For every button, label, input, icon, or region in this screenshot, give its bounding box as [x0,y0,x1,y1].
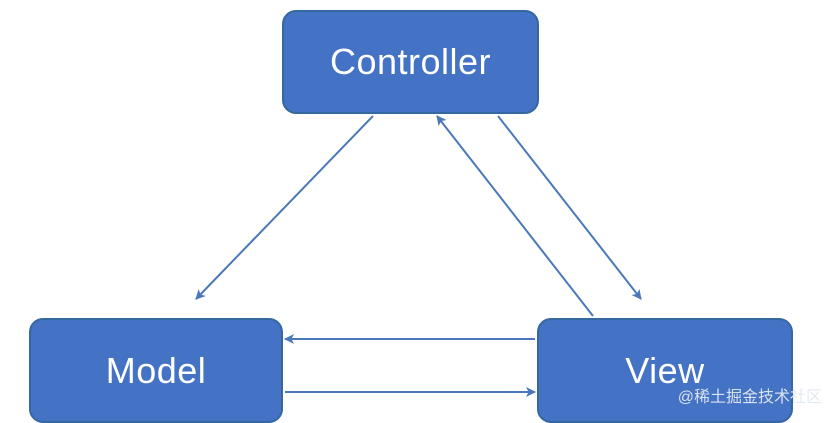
view-node: View [537,318,793,423]
controller-node: Controller [282,10,539,114]
view-label: View [625,349,705,391]
arrow-controller-to-model [195,115,374,300]
model-label: Model [105,349,207,391]
model-node: Model [29,318,283,423]
arrow-view-to-controller [436,115,594,317]
controller-label: Controller [329,41,492,82]
arrow-controller-to-view [497,115,642,300]
watermark-text: @稀土掘金技术社区 [677,389,822,406]
